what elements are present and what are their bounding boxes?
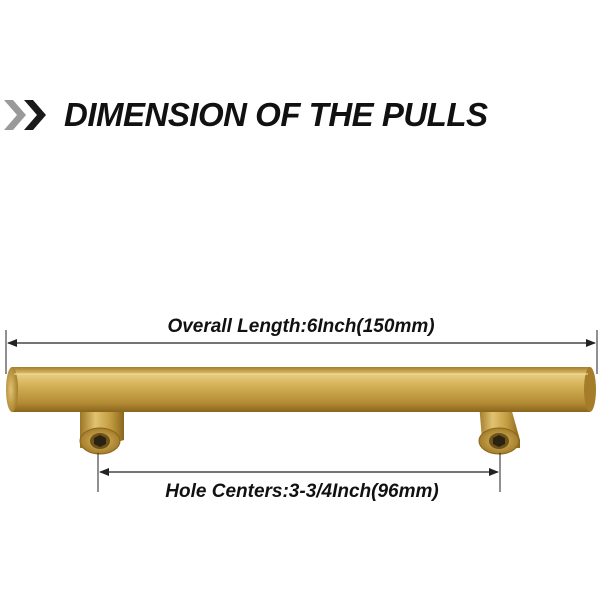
- cabinet-pull-image: [6, 367, 596, 455]
- arrowhead-right: [586, 339, 596, 347]
- arrowhead-right: [489, 468, 499, 476]
- double-chevron-right-icon: [4, 100, 46, 130]
- pull-bar: [6, 367, 596, 412]
- overall-length-dimension: Overall Length:6Inch(150mm): [5, 312, 598, 374]
- arrowhead-left: [99, 468, 109, 476]
- arrowhead-left: [7, 339, 17, 347]
- header: DIMENSION OF THE PULLS: [0, 92, 600, 142]
- page-title: DIMENSION OF THE PULLS: [64, 96, 488, 133]
- hole-centers-dimension: Hole Centers:3-3/4Inch(96mm): [97, 453, 501, 502]
- overall-length-label: Overall Length:6Inch(150mm): [167, 316, 434, 337]
- hole-centers-label: Hole Centers:3-3/4Inch(96mm): [165, 481, 438, 502]
